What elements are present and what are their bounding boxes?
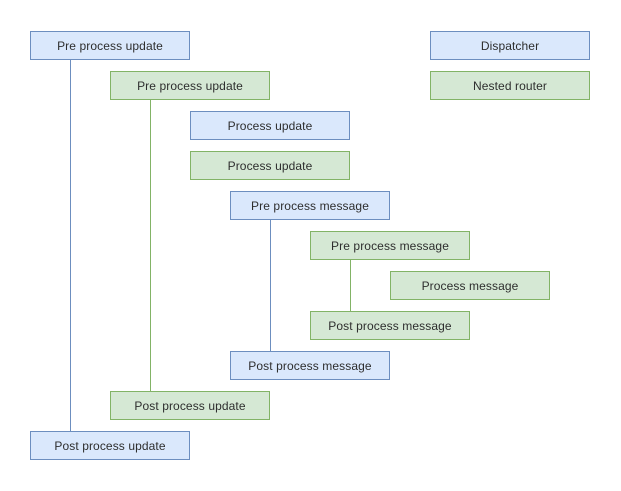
node-pre-process-update-dispatcher[interactable]: Pre process update <box>30 31 190 60</box>
node-process-update-dispatcher[interactable]: Process update <box>190 111 350 140</box>
edge-pre-post-process-update-dispatcher <box>70 60 71 431</box>
node-pre-process-message-nested-router[interactable]: Pre process message <box>310 231 470 260</box>
node-post-process-message-dispatcher[interactable]: Post process message <box>230 351 390 380</box>
edge-pre-post-process-update-nested-router <box>150 100 151 391</box>
node-process-message-nested-router[interactable]: Process message <box>390 271 550 300</box>
edge-pre-post-process-message-dispatcher <box>270 220 271 351</box>
node-post-process-message-nested-router[interactable]: Post process message <box>310 311 470 340</box>
node-post-process-update-nested-router[interactable]: Post process update <box>110 391 270 420</box>
node-post-process-update-dispatcher[interactable]: Post process update <box>30 431 190 460</box>
node-process-update-nested-router[interactable]: Process update <box>190 151 350 180</box>
node-pre-process-message-dispatcher[interactable]: Pre process message <box>230 191 390 220</box>
legend-item-nested-router[interactable]: Nested router <box>430 71 590 100</box>
edge-pre-post-process-message-nested-router <box>350 260 351 311</box>
node-pre-process-update-nested-router[interactable]: Pre process update <box>110 71 270 100</box>
legend-item-dispatcher[interactable]: Dispatcher <box>430 31 590 60</box>
